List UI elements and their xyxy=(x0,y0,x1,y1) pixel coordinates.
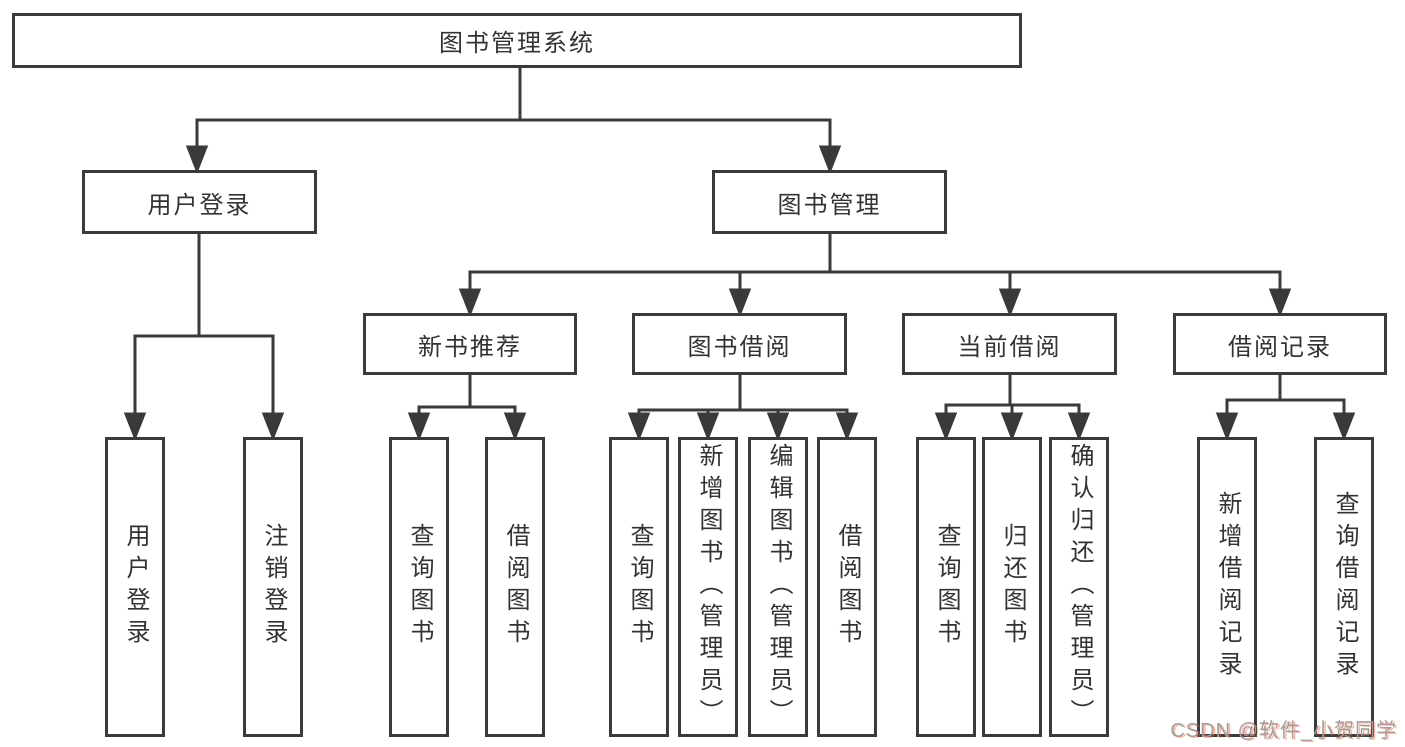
leaf-borrow-books: 借阅图书 xyxy=(817,437,877,737)
connector-current-borrow-to-leaves xyxy=(934,375,1091,442)
leaf-add-borrow-record: 新增借阅记录 xyxy=(1197,437,1257,737)
leaf-query-books-recommend-label: 查询图书 xyxy=(406,523,433,651)
leaf-query-books-borrow-label: 查询图书 xyxy=(626,523,653,651)
leaf-logout: 注销登录 xyxy=(243,437,303,737)
node-user-login: 用户登录 xyxy=(82,170,317,234)
leaf-return-books-label: 归还图书 xyxy=(999,523,1026,651)
leaf-edit-books-admin-label: 编辑图书（管理员） xyxy=(765,443,792,731)
csdn-watermark: CSDN @软件_小贺同学 xyxy=(1170,720,1397,742)
leaf-confirm-return-admin: 确认归还（管理员） xyxy=(1049,437,1109,737)
leaf-query-borrow-record-label: 查询借阅记录 xyxy=(1331,491,1358,683)
connector-book-borrow-to-leaves xyxy=(627,375,859,442)
leaf-user-login: 用户登录 xyxy=(105,437,165,737)
node-book-borrowing-label: 图书借阅 xyxy=(687,333,792,361)
leaf-query-books-current-label: 查询图书 xyxy=(933,523,960,651)
node-book-management-label: 图书管理 xyxy=(777,191,882,219)
leaf-borrow-books-recommend-label: 借阅图书 xyxy=(502,523,529,651)
node-new-book-recommend: 新书推荐 xyxy=(363,313,577,375)
leaf-confirm-return-admin-label: 确认归还（管理员） xyxy=(1066,443,1093,731)
leaf-edit-books-admin: 编辑图书（管理员） xyxy=(748,437,808,737)
leaf-add-borrow-record-label: 新增借阅记录 xyxy=(1214,491,1241,683)
node-new-book-recommend-label: 新书推荐 xyxy=(418,333,522,361)
leaf-borrow-books-label: 借阅图书 xyxy=(834,523,861,651)
leaf-query-books-borrow: 查询图书 xyxy=(609,437,669,737)
node-borrowing-records: 借阅记录 xyxy=(1173,313,1387,375)
node-book-management: 图书管理 xyxy=(712,170,947,234)
node-current-borrowing-label: 当前借阅 xyxy=(957,333,1062,361)
node-book-borrowing: 图书借阅 xyxy=(632,313,847,375)
node-user-login-label: 用户登录 xyxy=(147,191,252,219)
leaf-query-books-recommend: 查询图书 xyxy=(389,437,449,737)
connector-borrow-records-to-leaves xyxy=(1215,375,1356,442)
connector-book-mgmt-to-level3 xyxy=(458,234,1292,318)
node-library-management-system: 图书管理系统 xyxy=(12,13,1022,68)
connector-new-book-rec-to-leaves xyxy=(407,375,527,442)
leaf-borrow-books-recommend: 借阅图书 xyxy=(485,437,545,737)
leaf-user-login-label: 用户登录 xyxy=(122,523,149,651)
leaf-query-books-current: 查询图书 xyxy=(916,437,976,737)
connector-root-to-level2 xyxy=(185,68,842,175)
leaf-add-books-admin: 新增图书（管理员） xyxy=(678,437,738,737)
leaf-query-borrow-record: 查询借阅记录 xyxy=(1314,437,1374,737)
leaf-logout-label: 注销登录 xyxy=(260,523,287,651)
node-library-management-system-label: 图书管理系统 xyxy=(439,30,595,57)
leaf-return-books: 归还图书 xyxy=(982,437,1042,737)
connector-user-login-to-leaves xyxy=(123,233,285,442)
leaf-add-books-admin-label: 新增图书（管理员） xyxy=(695,443,722,731)
node-borrowing-records-label: 借阅记录 xyxy=(1228,333,1332,361)
node-current-borrowing: 当前借阅 xyxy=(902,313,1117,375)
